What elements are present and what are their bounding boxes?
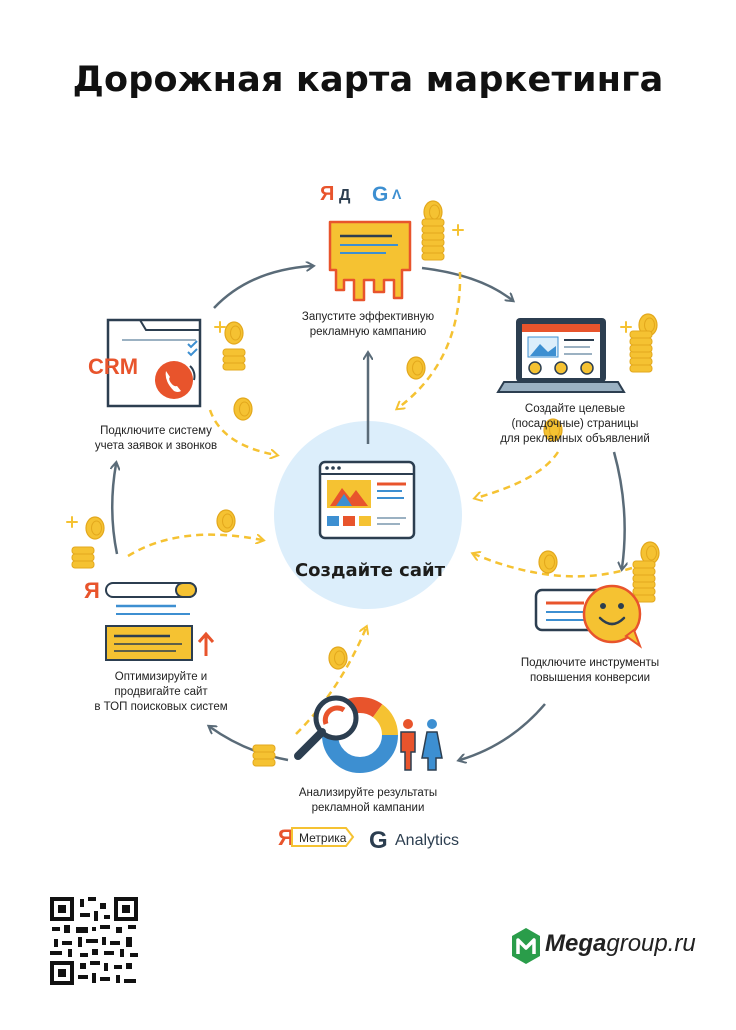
svg-text:Λ: Λ bbox=[392, 186, 402, 202]
label-campaign-line-1: Запустите эффективную bbox=[301, 311, 435, 323]
arrow-conversion-to-analytics bbox=[460, 703, 546, 760]
label-crm: Подключите систему учета заявок и звонко… bbox=[66, 424, 246, 454]
label-conversion: Подключите инструменты повышения конверс… bbox=[500, 656, 680, 686]
label-analytics: Анализируйте результаты рекламной кампан… bbox=[282, 786, 454, 816]
label-landing-line-3: для рекламных объявлений bbox=[500, 433, 650, 445]
label-conversion-line-1: Подключите инструменты bbox=[520, 657, 660, 669]
label-analytics-line-2: рекламной кампании bbox=[311, 802, 425, 814]
google-analytics-logo: G Analytics bbox=[369, 827, 459, 854]
brand-name: Megagroup.ru bbox=[545, 930, 696, 958]
yandex-metrika-logo: Я Метрика bbox=[278, 825, 355, 850]
analytics-label: Analytics bbox=[395, 832, 459, 849]
brand-bold: Mega bbox=[545, 930, 607, 957]
qr-code bbox=[50, 897, 138, 985]
label-crm-line-2: учета заявок и звонков bbox=[94, 440, 218, 452]
website-icon bbox=[318, 460, 416, 540]
label-conversion-line-2: повышения конверсии bbox=[529, 672, 651, 684]
arrow-analytics-to-seo bbox=[210, 727, 289, 762]
megagroup-logo-mark bbox=[512, 928, 540, 964]
label-seo-line-3: в ТОП поисковых систем bbox=[94, 701, 228, 713]
label-landing-line-1: Создайте целевые bbox=[524, 403, 626, 415]
label-seo: Оптимизируйте и продвигайте сайт в ТОП п… bbox=[66, 670, 256, 715]
campaign-illustration: Я Д G Λ bbox=[320, 183, 412, 302]
arrow-seo-to-crm bbox=[112, 464, 117, 555]
conversion-illustration bbox=[534, 584, 643, 649]
metrika-label: Метрика bbox=[299, 831, 347, 845]
crm-illustration: CRM bbox=[88, 318, 202, 408]
analytics-illustration bbox=[294, 695, 443, 773]
svg-text:G: G bbox=[372, 183, 388, 206]
label-crm-line-1: Подключите систему bbox=[100, 425, 212, 437]
arrow-landing-to-conversion bbox=[612, 451, 625, 568]
label-campaign: Запустите эффективную рекламную кампанию bbox=[282, 310, 454, 340]
seo-illustration: Я bbox=[84, 578, 215, 661]
label-landing-line-2: (посадочные) страницы bbox=[511, 418, 639, 430]
label-seo-line-1: Оптимизируйте и bbox=[114, 671, 208, 683]
label-seo-line-2: продвигайте сайт bbox=[114, 686, 208, 698]
arrow-crm-to-campaign bbox=[213, 266, 312, 309]
page-title: Дорожная карта маркетинга bbox=[72, 60, 664, 100]
arrow-campaign-to-landing bbox=[421, 266, 512, 300]
svg-text:Д: Д bbox=[339, 187, 351, 204]
metrika-letter: Я bbox=[278, 825, 294, 850]
brand-rest: group.ru bbox=[606, 930, 696, 957]
center-label: Создайте сайт bbox=[294, 560, 446, 581]
svg-text:G: G bbox=[369, 827, 388, 854]
label-analytics-line-1: Анализируйте результаты bbox=[298, 787, 438, 799]
svg-text:Я: Я bbox=[320, 183, 334, 205]
crm-text: CRM bbox=[88, 354, 138, 379]
label-campaign-line-2: рекламную кампанию bbox=[309, 326, 427, 338]
laptop-illustration bbox=[496, 318, 626, 393]
svg-text:Я: Я bbox=[84, 578, 100, 603]
label-landing: Создайте целевые (посадочные) страницы д… bbox=[480, 402, 670, 447]
